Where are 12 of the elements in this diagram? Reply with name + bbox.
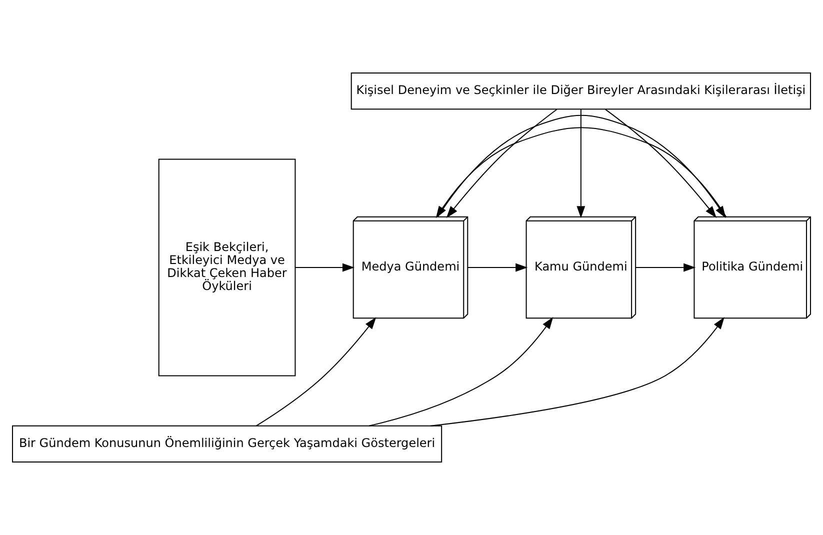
arrow [446,108,558,218]
arrow [256,317,376,426]
node-box: Kişisel Deneyim ve Seçkinler ile Diğer Bireyler Arasındaki Kişilerarası İletişi [350,72,811,110]
arrow [605,108,717,218]
arrow [295,263,354,272]
arrow [636,263,696,272]
node-box: Bir Gündem Konusunun Önemliliğinin Gerçek Yaşamdaki Göstergeleri [12,425,442,462]
arrow [468,263,528,272]
node-box: Eşik Bekçileri, Etkileyici Medya ve Dikkat Çeken Haber Öyküleri [158,158,296,376]
arrow [576,109,586,218]
arrow [368,316,554,426]
arrow [430,317,724,426]
